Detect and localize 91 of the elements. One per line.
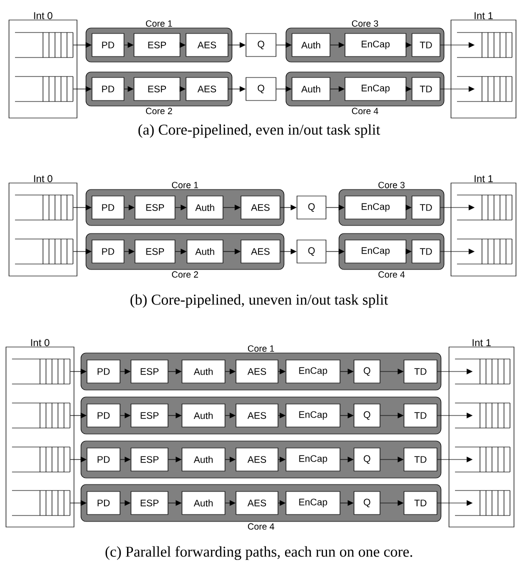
stage-box: Auth [292, 77, 330, 101]
stage-box: EnCap [286, 360, 340, 384]
queue-drawing [14, 194, 74, 220]
interface-label: Int 0 [34, 175, 52, 182]
stage-box: PD [86, 360, 120, 384]
stage-box: Q [296, 196, 326, 220]
core-label: Core 1 [248, 345, 274, 352]
stage-box: PD [92, 240, 124, 264]
stage-box: ESP [130, 448, 168, 472]
stage-box: TD [404, 448, 438, 472]
stage-box: AES [236, 448, 278, 472]
stage-box: Q [354, 360, 380, 384]
stage-box: Auth [182, 448, 226, 472]
stage-box: EnCap [344, 77, 406, 101]
core-label: Core 2 [172, 271, 198, 278]
subfigure-caption: (b) Core-pipelined, uneven in/out task split [130, 294, 388, 308]
stage-box: AES [186, 77, 228, 101]
stage-box: ESP [134, 196, 176, 220]
stage-box: Q [354, 404, 380, 428]
stage-box: TD [412, 196, 440, 220]
interface-label: Int 1 [474, 175, 493, 182]
stage-box: Q [354, 491, 380, 515]
stage-box: Auth [182, 360, 226, 384]
queue-drawing [12, 446, 70, 472]
stage-box: PD [86, 404, 120, 428]
interface-label: Int 0 [31, 339, 50, 346]
stage-box: AES [236, 404, 278, 428]
stage-box: AES [240, 240, 280, 264]
queue-drawing [454, 446, 510, 472]
stage-box: ESP [134, 77, 180, 101]
core-label: Core 1 [146, 20, 172, 27]
stage-box: EnCap [286, 448, 340, 472]
stage-box: ESP [130, 404, 168, 428]
stage-box: ESP [130, 360, 168, 384]
stage-box: PD [86, 448, 120, 472]
subfigure-caption: (c) Parallel forwarding paths, each run on one core. [106, 546, 412, 560]
stage-box: Auth [292, 33, 330, 57]
subfigure-caption: (a) Core-pipelined, even in/out task split [138, 124, 380, 138]
core-label: Core 1 [172, 182, 198, 188]
stage-box: Auth [182, 404, 226, 428]
queue-drawing [12, 490, 70, 516]
queue-drawing [456, 194, 512, 220]
queue-drawing [12, 402, 70, 428]
stage-box: PD [92, 33, 124, 57]
queue-drawing [14, 76, 74, 102]
stage-box: AES [240, 196, 280, 220]
stage-box: TD [404, 360, 438, 384]
stage-box: PD [86, 491, 120, 515]
stage-box: Auth [186, 240, 224, 264]
stage-box: EnCap [344, 196, 406, 220]
core-label: Core 3 [352, 20, 378, 27]
stage-box: Q [296, 240, 326, 264]
core-label: Core 2 [146, 108, 172, 114]
stage-box: PD [92, 77, 124, 101]
core-label: Core 4 [248, 523, 274, 530]
interface-label: Int 0 [34, 12, 52, 20]
interface-label: Int 1 [474, 12, 493, 20]
queue-drawing [454, 358, 510, 384]
stage-box: TD [404, 491, 438, 515]
queue-drawing [14, 32, 74, 58]
stage-box: Q [246, 77, 276, 101]
queue-drawing [14, 238, 74, 264]
stage-box: ESP [134, 240, 176, 264]
stage-box: EnCap [286, 491, 340, 515]
interface-label: Int 1 [472, 339, 491, 346]
stage-box: ESP [130, 491, 168, 515]
stage-box: AES [236, 360, 278, 384]
core-label: Core 4 [378, 271, 405, 278]
queue-drawing [454, 402, 510, 428]
queue-drawing [454, 490, 510, 516]
core-label: Core 3 [378, 182, 405, 188]
queue-drawing [456, 32, 512, 58]
stage-box: EnCap [344, 240, 406, 264]
stage-box: EnCap [286, 404, 340, 428]
queue-drawing [12, 358, 70, 384]
stage-box: Auth [182, 491, 226, 515]
stage-box: TD [404, 404, 438, 428]
stage-box: Auth [186, 196, 224, 220]
stage-box: TD [412, 240, 440, 264]
stage-box: TD [412, 77, 440, 101]
stage-box: ESP [134, 33, 180, 57]
stage-box: AES [186, 33, 228, 57]
stage-box: EnCap [344, 33, 406, 57]
queue-drawing [456, 76, 512, 102]
stage-box: Q [354, 448, 380, 472]
stage-box: Q [246, 33, 276, 57]
core-label: Core 4 [352, 108, 378, 114]
stage-box: AES [236, 491, 278, 515]
stage-box: TD [412, 33, 440, 57]
stage-box: PD [92, 196, 124, 220]
queue-drawing [456, 238, 512, 264]
